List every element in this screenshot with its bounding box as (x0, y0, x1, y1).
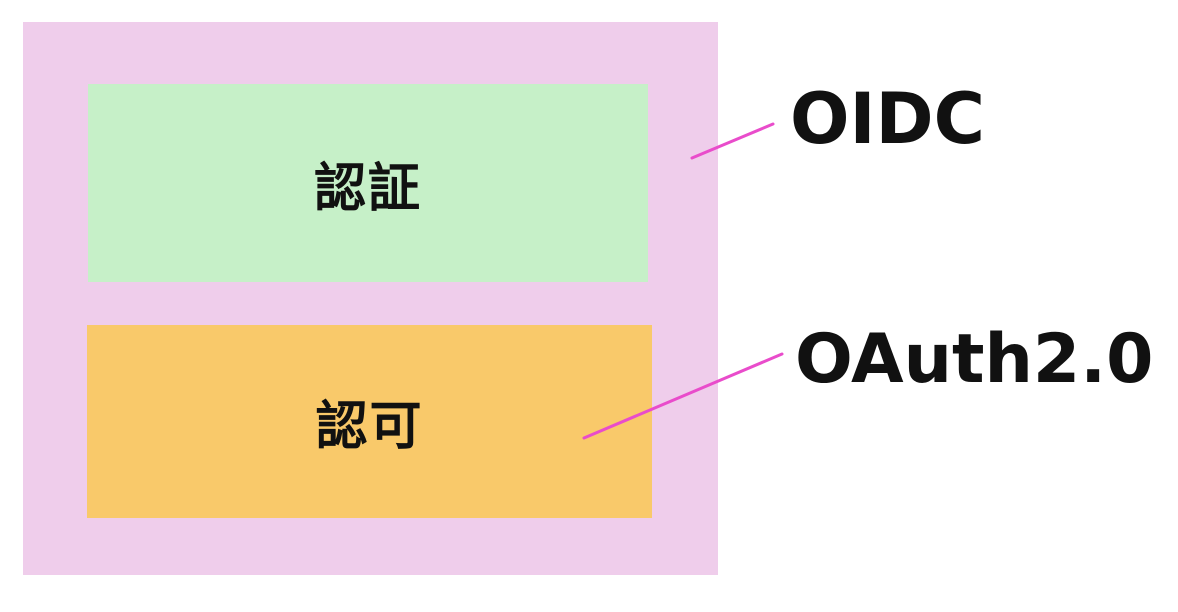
oauth-callout-label: OAuth2.0 (795, 320, 1154, 399)
authentication-box: 認証 (88, 84, 648, 282)
authorization-label: 認可 (315, 397, 424, 457)
authorization-box: 認可 (87, 325, 652, 518)
oidc-callout-label: OIDC (790, 78, 986, 160)
authentication-label: 認証 (313, 158, 422, 219)
